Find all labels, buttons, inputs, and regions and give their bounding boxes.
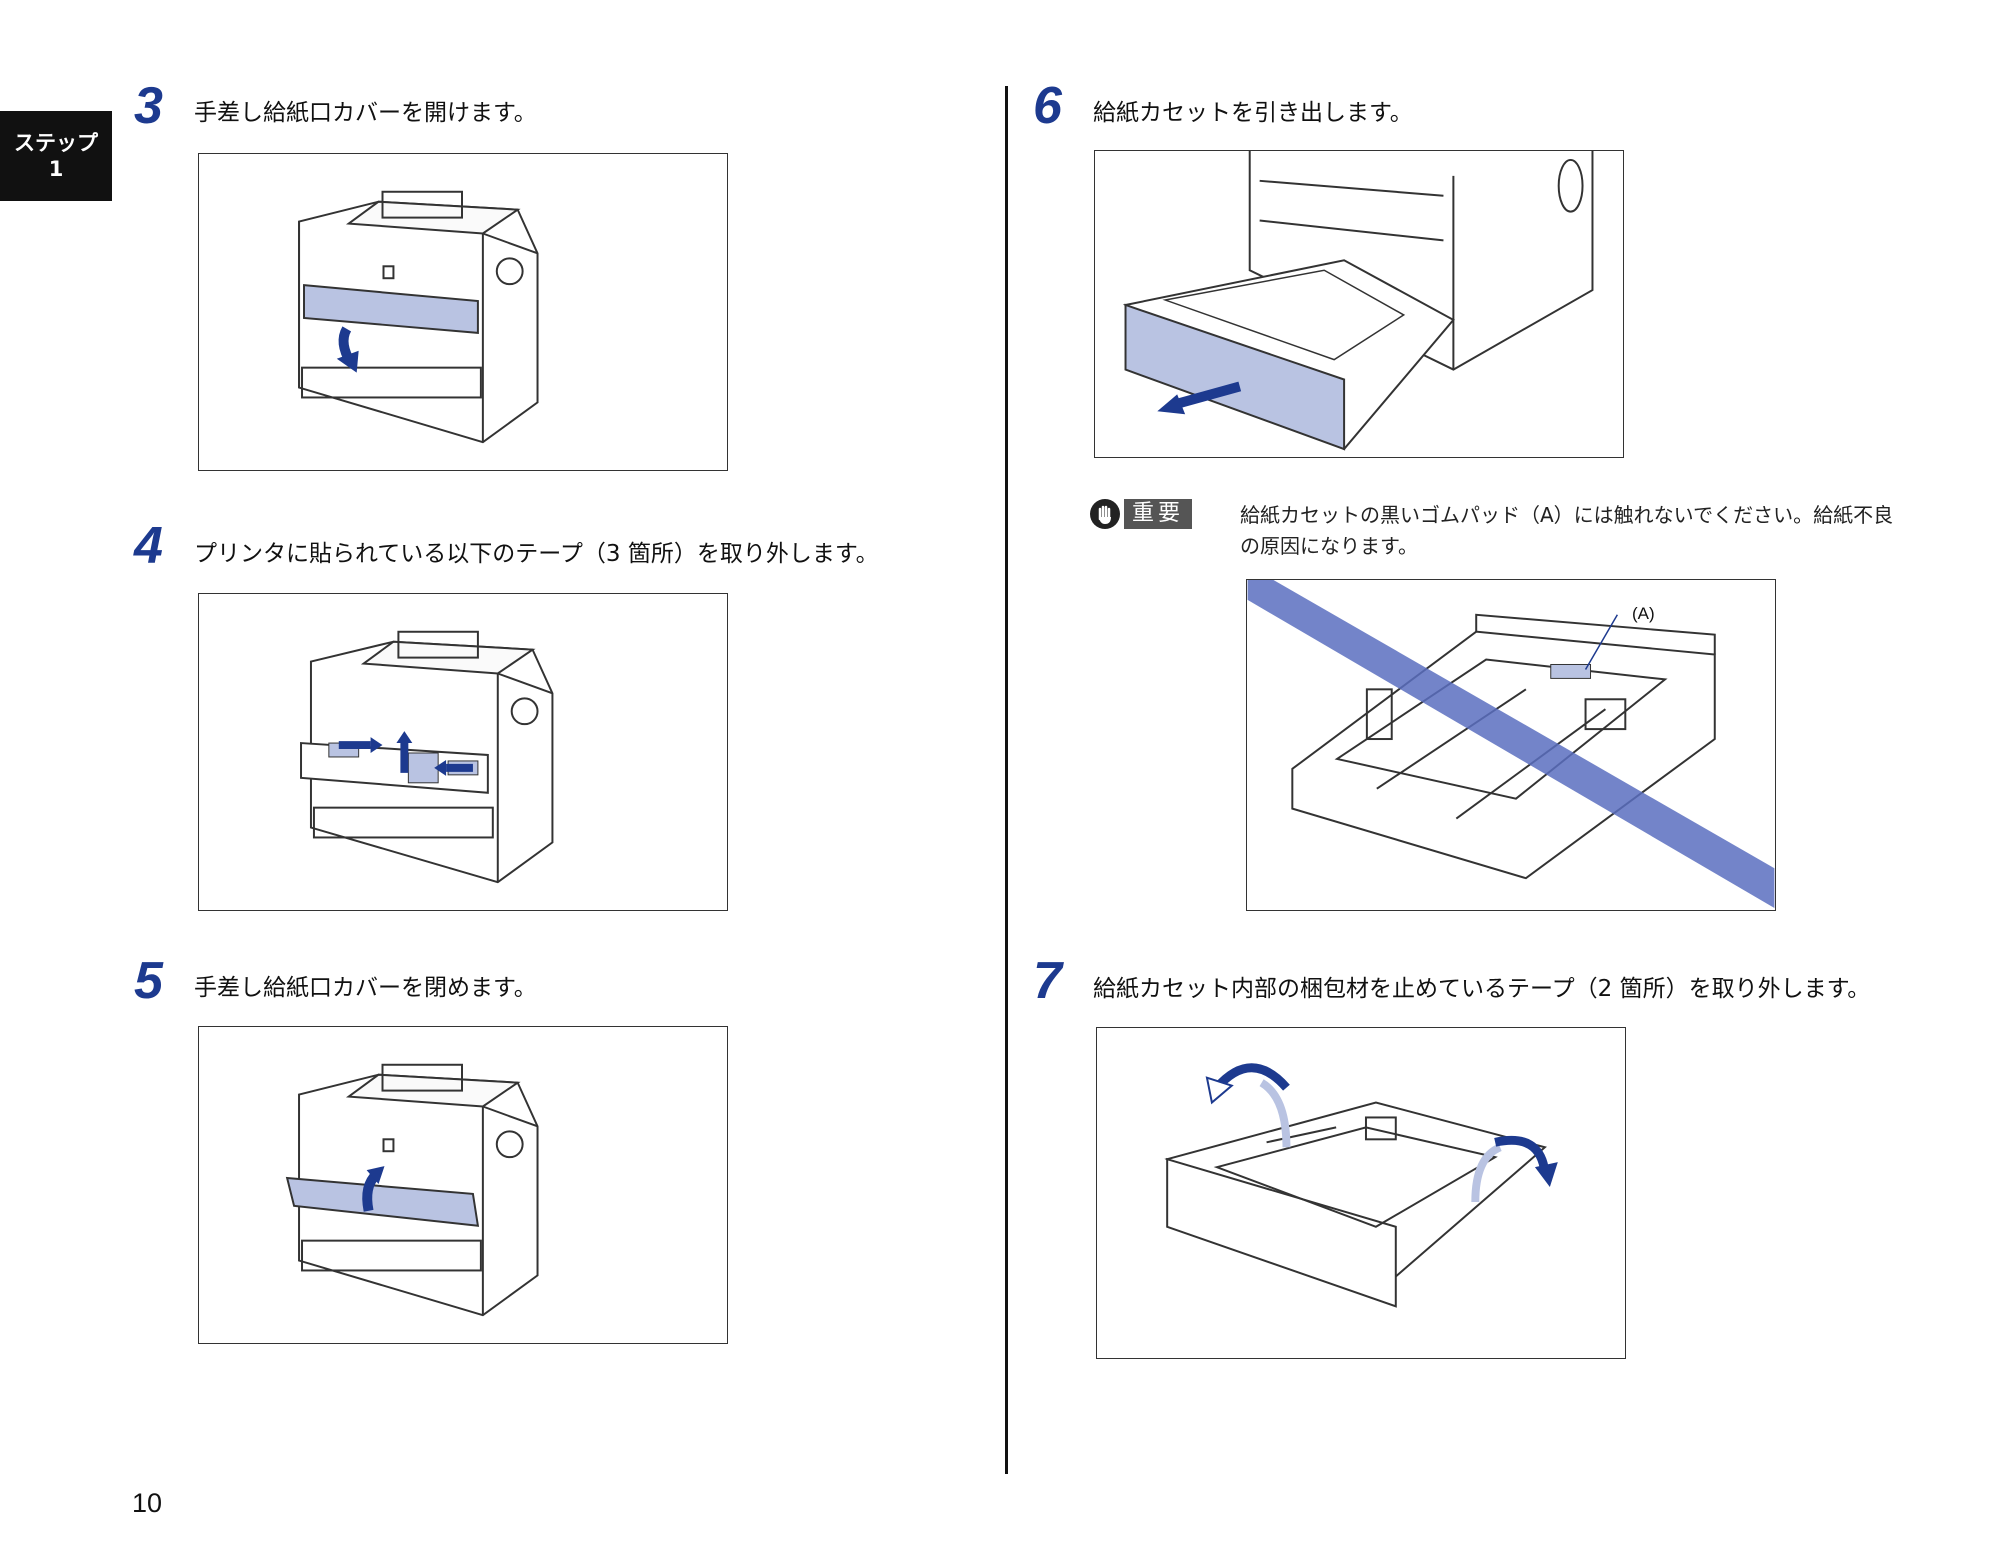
figure-remove-tapes [198,593,728,911]
figure-open-manual-feed-cover [198,153,728,471]
step-7-number: 7 [1033,952,1062,1010]
important-text: 給紙カセットの黒いゴムパッド（A）には触れないでください。給紙不良の原因になりま… [1240,503,1894,558]
step-7-text: 給紙カセット内部の梱包材を止めているテープ（2 箇所）を取り外します。 [1093,976,1871,1002]
important-badge: 重要 [1090,498,1198,530]
step-6-text: 給紙カセットを引き出します。 [1093,100,1413,126]
step-4-text: プリンタに貼られている以下のテープ（3 箇所）を取り外します。 [194,541,879,567]
step-5-text: 手差し給紙口カバーを閉めます。 [194,975,537,1001]
step-3-number: 3 [134,77,163,135]
cassette-prohibit-illustration [1247,580,1775,909]
figure-remove-cassette-tapes [1096,1027,1626,1359]
printer-tape-illustration [300,630,554,884]
column-divider [1005,86,1008,1474]
step-6-number: 6 [1033,77,1062,135]
step-tab: ステップ 1 [0,111,112,201]
step-5-number: 5 [134,952,163,1010]
stop-hand-icon [1090,499,1120,529]
step-tab-label: ステップ [14,131,98,155]
callout-a-label: (A) [1632,604,1655,623]
cassette-tape-illustration [1164,1063,1558,1308]
figure-pull-out-cassette [1094,150,1624,458]
cassette-pull-illustration [1122,151,1594,451]
figure-rubber-pad-warning [1246,579,1776,911]
page-number: 10 [132,1488,163,1518]
figure-close-manual-feed-cover [198,1026,728,1344]
step-tab-number: 1 [48,157,64,181]
step-4-number: 4 [134,517,163,575]
important-label: 重要 [1124,499,1193,529]
step-3-text: 手差し給紙口カバーを開けます。 [194,100,537,126]
printer-close-illustration [285,1063,539,1317]
printer-illustration [298,190,539,444]
